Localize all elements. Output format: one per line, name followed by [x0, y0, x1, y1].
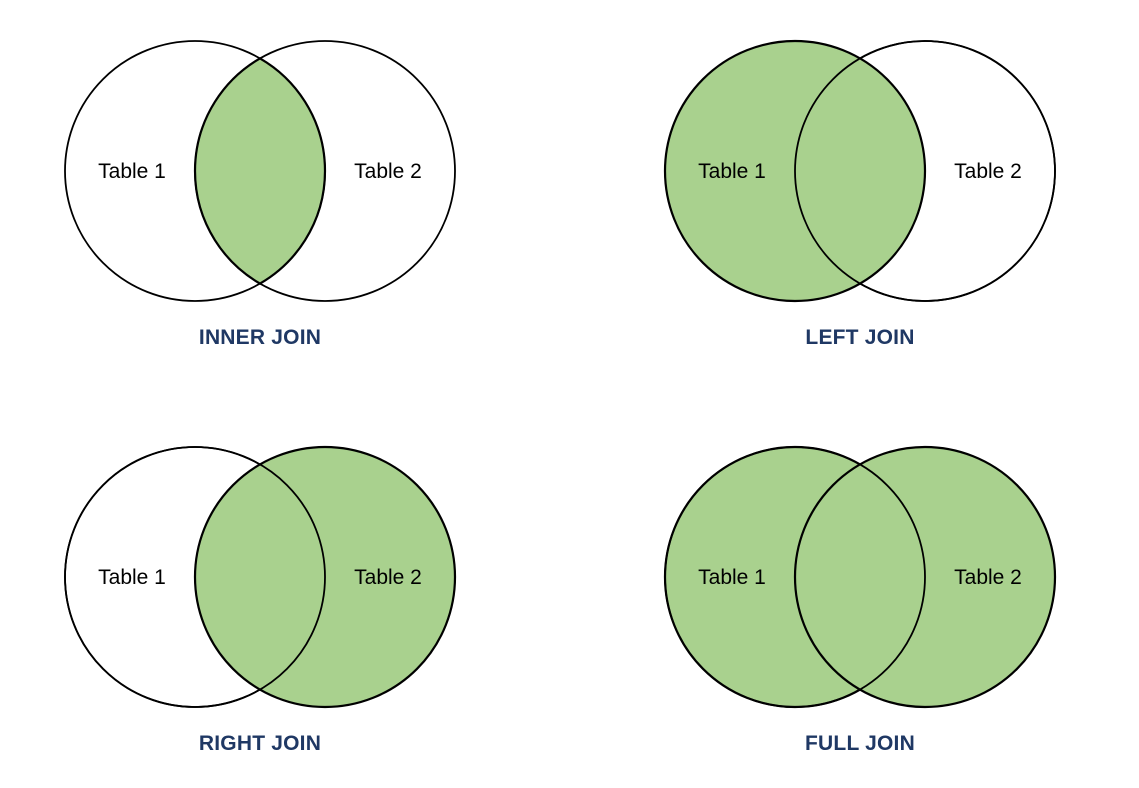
inner-join-venn-diagram: Table 1 Table 2 — [64, 40, 456, 302]
full-join-venn-diagram: Table 1 Table 2 — [663, 445, 1057, 709]
inner-join-title: INNER JOIN — [198, 326, 322, 349]
left-join-panel: Table 1 Table 2 LEFT JOIN — [660, 36, 1060, 350]
left-join-venn-diagram: Table 1 Table 2 — [663, 39, 1056, 303]
inner-join-table2-label: Table 2 — [354, 160, 422, 183]
left-join-title: LEFT JOIN — [805, 326, 915, 349]
full-join-table2-label: Table 2 — [954, 566, 1022, 589]
right-join-venn-diagram: Table 1 Table 2 — [64, 445, 457, 709]
full-join-panel: Table 1 Table 2 FULL JOIN — [660, 442, 1060, 756]
inner-join-intersection-shade — [193, 57, 327, 285]
full-join-left-circle-outline — [664, 446, 926, 708]
left-join-table2-label: Table 2 — [954, 160, 1022, 183]
inner-join-table1-label: Table 1 — [98, 160, 166, 183]
inner-join-panel: Table 1 Table 2 INNER JOIN — [60, 36, 460, 350]
right-join-title: RIGHT JOIN — [198, 732, 322, 755]
right-join-table1-label: Table 1 — [98, 566, 166, 589]
right-join-panel: Table 1 Table 2 RIGHT JOIN — [60, 442, 460, 756]
right-join-table2-label: Table 2 — [354, 566, 422, 589]
left-join-table1-label: Table 1 — [698, 160, 766, 183]
full-join-title: FULL JOIN — [805, 732, 915, 755]
left-join-right-circle-outline — [794, 40, 1056, 302]
full-join-table1-label: Table 1 — [698, 566, 766, 589]
right-join-left-circle-outline — [64, 446, 326, 708]
